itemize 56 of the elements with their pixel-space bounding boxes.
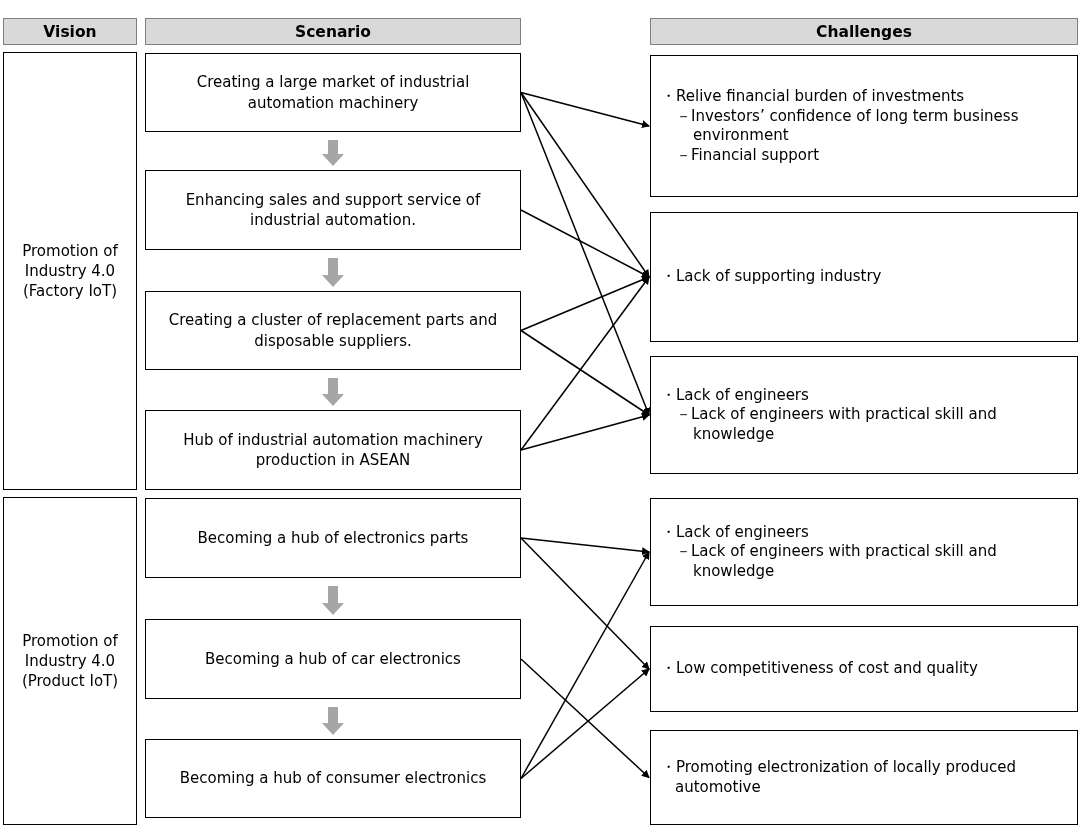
challenge-box <box>650 212 1078 342</box>
scenario-text: Becoming a hub of consumer electronics <box>179 768 487 789</box>
challenge-text: ・Promoting electronization of locally produced automotive <box>661 758 1017 797</box>
column-heading: Scenario <box>295 22 371 41</box>
challenge-box <box>650 498 1078 606</box>
scenario-box <box>145 739 521 818</box>
vision-text: Promotion of Industry 4.0 (Factory IoT) <box>21 240 119 302</box>
arrow <box>520 209 650 278</box>
column-heading: Vision <box>43 22 97 41</box>
arrow <box>520 329 650 416</box>
block-arrow <box>322 258 344 287</box>
arrow <box>520 413 650 451</box>
arrow <box>520 276 650 451</box>
challenge-box <box>650 730 1078 825</box>
sub-item-text: －Lack of engineers with practical skill and knowledge <box>675 405 998 445</box>
scenario-box <box>145 619 521 699</box>
challenge-text: ・Relive financial burden of investments <box>661 87 966 107</box>
scenario-box <box>145 53 521 132</box>
block-arrow <box>322 378 344 406</box>
block-arrow <box>322 586 344 615</box>
column-header <box>3 18 137 45</box>
challenge-box <box>650 55 1078 197</box>
arrow <box>520 276 650 332</box>
scenario-box <box>145 170 521 250</box>
challenge-text: ・Lack of supporting industry <box>661 267 883 287</box>
sub-item-text: －Financial support <box>675 145 821 165</box>
challenge-text: ・Low competitiveness of cost and quality <box>661 659 979 679</box>
scenario-text: Hub of industrial automation machinery production in ASEAN <box>182 429 484 471</box>
scenario-text: Enhancing sales and support service of industrial automation. <box>184 189 482 231</box>
vision-box <box>3 52 137 490</box>
scenario-text: Becoming a hub of electronics parts <box>197 527 469 549</box>
column-heading: Challenges <box>816 22 912 41</box>
scenario-text: Creating a large market of industrial automation machinery <box>195 72 471 113</box>
arrow <box>520 551 650 780</box>
scenario-box <box>145 291 521 370</box>
block-arrow <box>322 707 344 735</box>
arrow <box>520 91 651 416</box>
block-arrow <box>322 140 344 166</box>
arrow <box>520 537 650 556</box>
arrow <box>520 91 650 278</box>
scenario-text: Becoming a hub of car electronics <box>205 648 461 670</box>
column-header <box>145 18 521 45</box>
challenge-text: ・Lack of engineers <box>661 385 810 406</box>
vision-box <box>3 497 137 825</box>
column-header <box>650 18 1078 45</box>
scenario-text: Creating a cluster of replacement parts and disposable suppliers. <box>167 310 499 351</box>
scenario-box <box>145 410 521 490</box>
scenario-box <box>145 498 521 578</box>
sub-item-text: －Lack of engineers with practical skill and knowledge <box>675 542 998 582</box>
vision-text: Promotion of Industry 4.0 (Product IoT) <box>20 630 120 692</box>
challenge-box <box>650 626 1078 712</box>
arrow <box>520 537 650 670</box>
challenge-text: ・Lack of engineers <box>661 522 810 543</box>
arrow <box>520 91 650 129</box>
challenge-box <box>650 356 1078 474</box>
sub-item-text: －Investors’ confidence of long term business environment <box>675 106 1020 146</box>
